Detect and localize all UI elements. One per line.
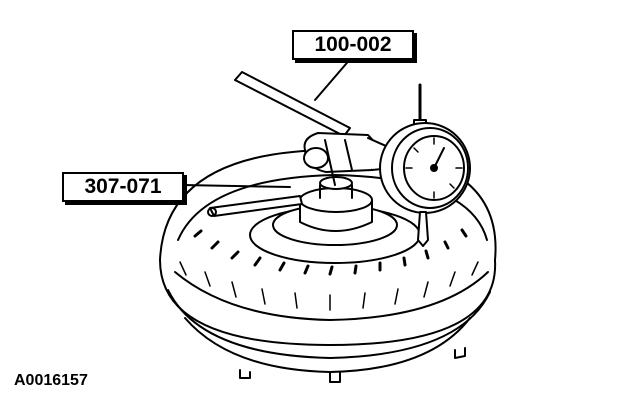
leader-line-b (181, 184, 291, 188)
leader-line-a (314, 56, 353, 101)
callout-tool-100-002: 100-002 (292, 30, 414, 60)
callout-tool-307-071: 307-071 (62, 172, 184, 202)
hub-support (249, 176, 421, 264)
indicator-arm (234, 71, 396, 186)
bar-tool (207, 195, 303, 217)
figure-id-label: A0016157 (14, 372, 88, 389)
dial-indicator (379, 83, 471, 247)
